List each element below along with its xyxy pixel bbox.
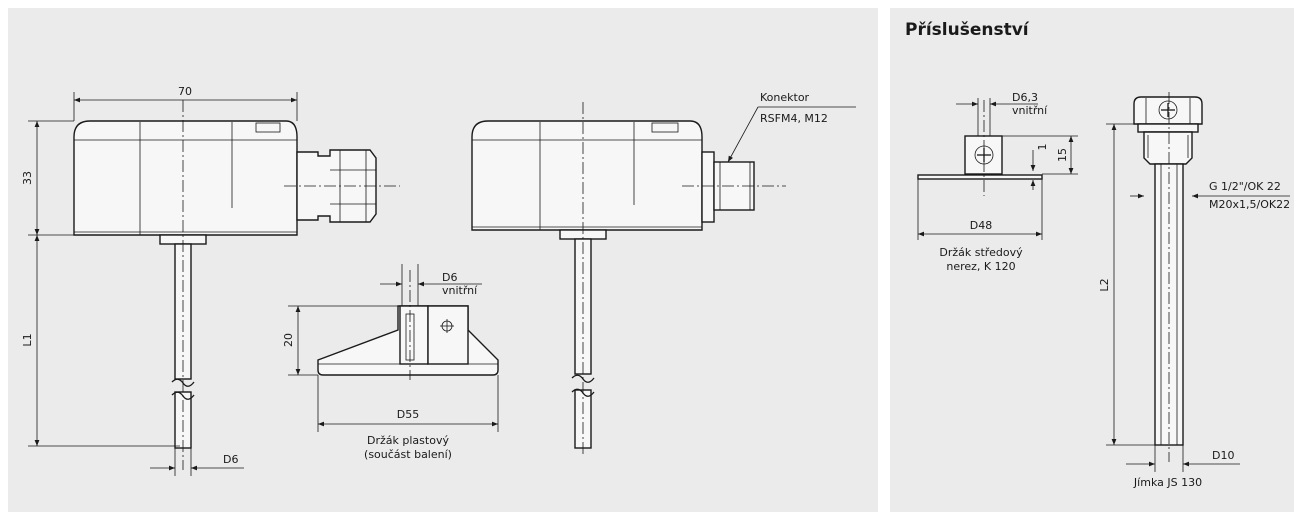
thermowell-thread-label-2: M20x1,5/OK22 <box>1209 198 1290 211</box>
thermowell-caption: Jímka JS 130 <box>1133 476 1202 489</box>
connector-housing-body <box>471 120 703 231</box>
dim-width-label: 70 <box>178 85 192 98</box>
center-holder-drawing: D6,3 vnitřní 15 1 D48 Držák středový ner… <box>917 91 1078 273</box>
holder-diameter-note: vnitřní <box>442 284 478 297</box>
main-drawing-panel <box>8 8 878 512</box>
thermowell-thread-label-1: G 1/2"/OK 22 <box>1209 180 1281 193</box>
holder-base-label: D55 <box>397 408 419 421</box>
connector-label-line2: RSFM4, M12 <box>760 112 828 125</box>
center-holder-base-label: D48 <box>970 219 992 232</box>
plastic-holder-drawing: D6 vnitřní 20 D55 Držák plastový (součás… <box>282 264 499 461</box>
holder-height-label: 20 <box>282 333 295 347</box>
housing-body <box>73 120 298 236</box>
accessories-panel: Příslušenství <box>890 8 1294 512</box>
center-holder-diameter: D6,3 <box>1012 91 1038 104</box>
holder-diameter-label: D6 <box>442 271 457 284</box>
center-holder-diameter-note: vnitřní <box>1012 104 1048 117</box>
center-holder-height: 15 <box>1056 148 1069 162</box>
holder-caption-line1: Držák plastový <box>367 434 449 447</box>
sensor-with-connector-drawing: Konektor RSFM4, M12 <box>471 91 856 455</box>
thermowell-drawing: G 1/2"/OK 22 M20x1,5/OK22 L2 D10 Jímka J… <box>1098 92 1290 489</box>
center-holder-base <box>917 174 1043 180</box>
connector-label-line1: Konektor <box>760 91 810 104</box>
accessories-heading: Příslušenství <box>905 20 1029 40</box>
dim-height-label: 33 <box>21 171 34 185</box>
sensor-with-gland-drawing: 70 33 L1 D6 <box>21 85 400 476</box>
dim-probe-diameter-label: D6 <box>223 453 238 466</box>
thermowell-length-label: L2 <box>1098 278 1111 291</box>
center-holder-caption-line1: Držák středový <box>939 246 1023 259</box>
dim-length-label: L1 <box>21 333 34 346</box>
center-holder-offset: 1 <box>1036 144 1049 151</box>
center-holder-caption-line2: nerez, K 120 <box>946 260 1015 273</box>
holder-caption-line2: (součást balení) <box>364 448 452 461</box>
thermowell-thread <box>1143 131 1193 165</box>
connector-m12 <box>701 151 715 223</box>
thermowell-diameter-label: D10 <box>1212 449 1234 462</box>
